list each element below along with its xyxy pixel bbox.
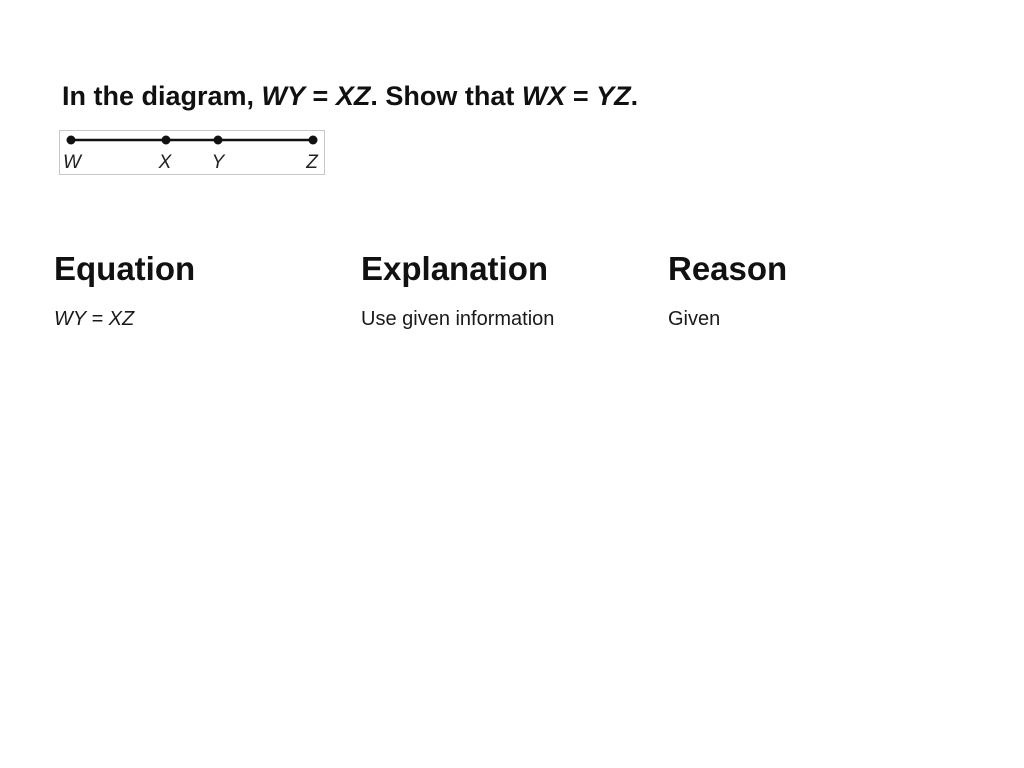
point-z-label: Z: [305, 152, 319, 173]
line-segment-diagram: W X Y Z: [59, 130, 325, 175]
prompt-text-5: .: [630, 81, 639, 111]
prompt-text-1: In the diagram,: [62, 81, 262, 111]
point-x-dot: [161, 135, 171, 145]
point-y-dot: [213, 135, 223, 145]
explanation-header: Explanation: [361, 250, 549, 287]
point-x-label: X: [158, 152, 173, 173]
explanation-cell: Use given information: [361, 308, 555, 330]
point-y-label: Y: [212, 152, 226, 173]
point-w-dot: [66, 135, 76, 145]
equation-header: Equation: [54, 250, 196, 287]
prompt-segment-yz: YZ: [596, 81, 631, 111]
reason-header: Reason: [668, 250, 788, 287]
equation-cell: WY = XZ: [54, 308, 135, 330]
prompt-text-4: =: [565, 81, 597, 111]
prompt-segment-xz: XZ: [335, 81, 371, 111]
reason-cell: Given: [668, 308, 721, 330]
prompt-segment-wy: WY: [261, 81, 306, 111]
problem-statement: In the diagram, WY = XZ. Show that WX = …: [62, 78, 638, 114]
point-w-label: W: [63, 152, 83, 173]
prompt-text-3: . Show that: [370, 81, 522, 111]
point-z-dot: [308, 135, 318, 145]
diagram-frame: [59, 130, 325, 175]
segment-svg: W X Y Z: [59, 130, 325, 175]
prompt-segment-wx: WX: [521, 81, 566, 111]
prompt-text-2: =: [305, 81, 336, 111]
